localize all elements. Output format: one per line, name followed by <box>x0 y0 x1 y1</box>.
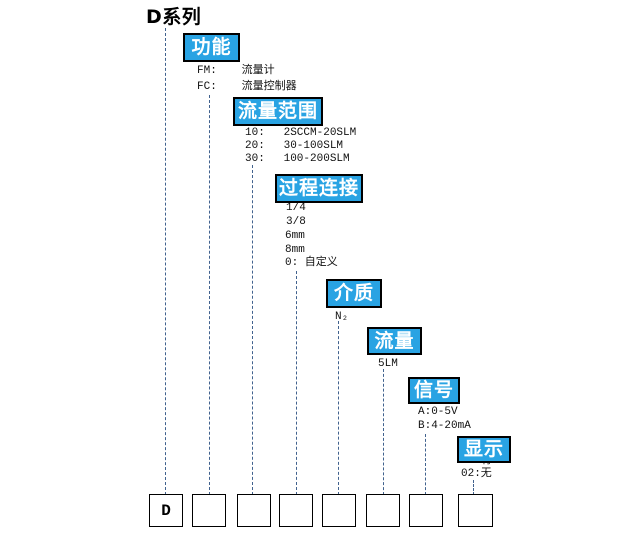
option-row: 10: 2SCCM-20SLM <box>245 127 356 140</box>
section-label-text: 信号 <box>413 379 454 401</box>
section-label-function: 功能 <box>183 33 240 62</box>
code-box-process-connection <box>279 494 313 527</box>
code-box-flow <box>366 494 400 527</box>
section-label-medium: 介质 <box>326 279 382 308</box>
option-value: 流量控制器 <box>241 81 297 93</box>
connector-line-display <box>473 480 474 495</box>
section-label-display: 显示 <box>457 436 511 463</box>
section-label-signal: 信号 <box>408 377 460 404</box>
option-value: 30-100SLM <box>283 140 344 152</box>
option-row: 5LM <box>378 358 398 370</box>
option-row: 30: 100-200SLM <box>245 153 350 166</box>
code-box-signal <box>409 494 443 527</box>
option-row: 0: 自定义 <box>285 257 338 269</box>
option-key: 30: <box>245 153 265 165</box>
option-value: 100-200SLM <box>283 153 350 165</box>
option-value: 2SCCM-20SLM <box>283 127 357 139</box>
connector-line-flow <box>383 369 384 495</box>
code-box-display <box>458 494 493 527</box>
section-label-text: 功能 <box>191 36 232 58</box>
option-row: 3/8 <box>286 216 306 228</box>
option-key: FC: <box>197 81 217 93</box>
option-key: 10: <box>245 127 265 139</box>
code-box-medium <box>322 494 356 527</box>
option-key: FM: <box>197 65 217 77</box>
option-key: 20: <box>245 140 265 152</box>
option-value: 流量计 <box>241 65 275 77</box>
option-row: 8mm <box>285 244 305 256</box>
connector-line-medium <box>338 321 339 495</box>
section-label-flow: 流量 <box>367 327 422 355</box>
option-row: 6mm <box>285 230 305 242</box>
connector-line-signal <box>425 434 426 495</box>
option-row: A:0-5V <box>418 406 458 418</box>
section-label-process-connection: 过程连接 <box>275 174 363 203</box>
connector-line-flow-range <box>252 165 253 495</box>
option-row: B:4-20mA <box>418 420 471 432</box>
code-box-function <box>192 494 226 527</box>
connector-line-process-connection <box>296 271 297 495</box>
section-label-text: 显示 <box>463 438 504 460</box>
option-row: FC: 流量控制器 <box>197 81 297 94</box>
option-row: 1/4 <box>286 202 306 214</box>
connector-line-series <box>165 28 166 495</box>
section-label-flow-range: 流量范围 <box>233 97 323 126</box>
section-label-text: 流量范围 <box>237 100 318 122</box>
option-row: FM: 流量计 <box>197 65 275 78</box>
code-box-flow-range <box>237 494 271 527</box>
page-title: D系列 <box>146 6 202 28</box>
option-row: 02:无 <box>461 468 492 480</box>
code-box-series: D <box>149 494 183 527</box>
section-label-text: 过程连接 <box>278 177 359 199</box>
connector-line-function <box>209 95 210 495</box>
option-row: N₂ <box>335 311 349 323</box>
option-row: 20: 30-100SLM <box>245 140 343 153</box>
section-label-text: 介质 <box>333 282 374 304</box>
section-label-text: 流量 <box>374 329 415 352</box>
